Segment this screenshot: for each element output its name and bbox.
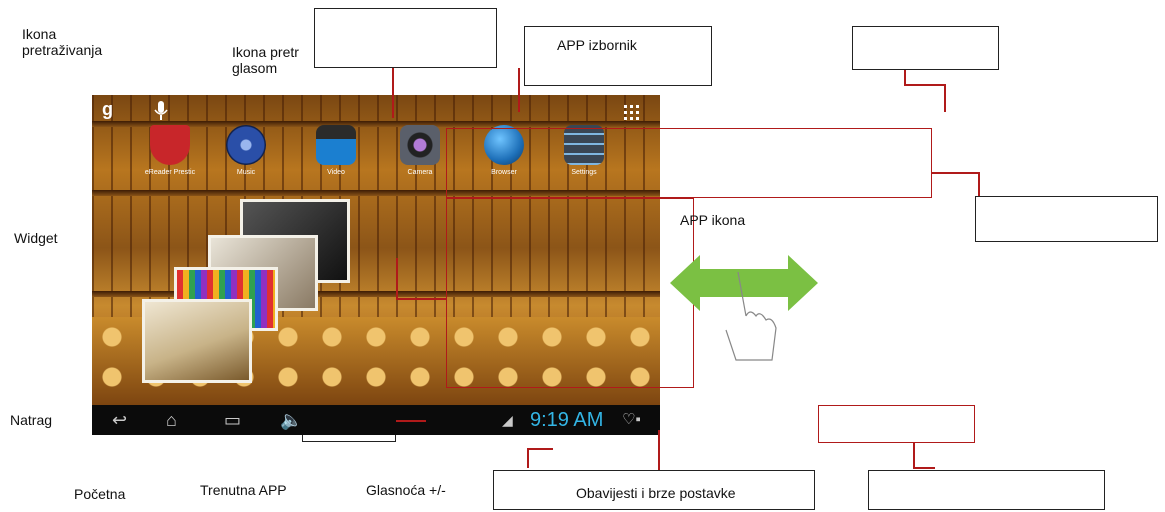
app-label: eReader Prestic — [144, 169, 196, 176]
volume-icon[interactable]: 🔈 — [280, 410, 303, 430]
leader-top-right-v2 — [944, 84, 946, 112]
label-widget: Widget — [14, 230, 58, 246]
app-ereader[interactable]: eReader Prestic — [130, 125, 210, 176]
callout-box-red-outline — [818, 405, 975, 443]
callout-box-camera — [314, 8, 497, 68]
leader-volume-h — [396, 420, 426, 422]
label-voice-search-icon: Ikona pretr glasom — [232, 44, 299, 76]
callout-app-area — [446, 198, 694, 388]
app-settings[interactable]: Settings — [544, 125, 624, 176]
camera-icon — [400, 125, 440, 165]
leader-app-menu-v — [518, 68, 520, 112]
bookshelf-top — [92, 121, 660, 127]
leader-right-h — [932, 172, 980, 174]
settings-icon — [564, 125, 604, 165]
label-volume: Glasnoća +/- — [366, 482, 446, 498]
callout-box-bottom-right — [868, 470, 1105, 510]
leader-top-right-h — [904, 84, 946, 86]
apps-grid-icon[interactable] — [624, 105, 640, 121]
callout-box-app-menu: APP izbornik — [524, 26, 712, 86]
leader-bottom-right-h — [913, 467, 935, 469]
label-current-app: Trenutna APP — [200, 482, 287, 498]
video-icon — [316, 125, 356, 165]
leader-widget-h — [396, 298, 446, 300]
label-search-icon: Ikona pretraživanja — [22, 26, 103, 58]
app-browser[interactable]: Browser — [464, 125, 544, 176]
app-label: Video — [327, 169, 345, 176]
app-label: Settings — [571, 169, 597, 176]
label-back: Natrag — [10, 412, 53, 428]
recent-apps-icon[interactable]: ▭ — [224, 410, 242, 430]
mic-icon[interactable] — [154, 101, 168, 121]
callout-box-top-right — [852, 26, 999, 70]
leader-camera-v — [392, 68, 394, 118]
google-icon[interactable]: g — [102, 99, 113, 119]
label-app-menu: APP izbornik — [557, 37, 637, 53]
leader-wifi-v — [527, 448, 529, 468]
back-icon[interactable]: ↩ — [112, 410, 128, 430]
app-video[interactable]: Video — [296, 125, 376, 176]
app-camera[interactable]: Camera — [380, 125, 460, 176]
leader-widget-v — [396, 258, 398, 298]
callout-box-right — [975, 196, 1158, 242]
tablet-screenshot: g eReader Prestic Music Video Camera Bro… — [92, 95, 660, 435]
globe-icon — [484, 125, 524, 165]
photo-widget-front — [142, 299, 252, 383]
label-notifications: Obavijesti i brze postavke — [576, 485, 736, 501]
home-icon[interactable]: ⌂ — [166, 410, 177, 430]
ereader-icon — [150, 125, 190, 165]
leader-wifi-h — [527, 448, 553, 450]
leader-notif-v — [658, 430, 660, 470]
notification-icon[interactable]: ♡▪ — [622, 411, 641, 428]
hand-swipe-icon — [725, 271, 777, 361]
callout-app-row — [446, 128, 932, 198]
leader-right-v — [978, 172, 980, 196]
clock: 9:19 AM — [530, 409, 604, 431]
leader-bottom-right-v — [913, 443, 915, 469]
app-label: Music — [236, 169, 256, 176]
wifi-icon: ◢ — [502, 412, 513, 428]
bookshelf-low — [92, 291, 660, 297]
swipe-arrow-icon — [670, 255, 818, 311]
bookshelf-mid — [92, 190, 660, 196]
music-icon — [226, 125, 266, 165]
leader-top-right-v — [904, 70, 906, 84]
label-app-icon: APP ikona — [680, 212, 746, 228]
navigation-bar: ↩ ⌂ ▭ 🔈 ◢ 9:19 AM ♡▪ — [92, 405, 660, 435]
app-music[interactable]: Music — [206, 125, 286, 176]
label-home: Početna — [74, 486, 126, 502]
app-label: Browser — [491, 169, 517, 176]
callout-box-notifications: Obavijesti i brze postavke — [493, 470, 815, 510]
app-label: Camera — [407, 169, 433, 176]
